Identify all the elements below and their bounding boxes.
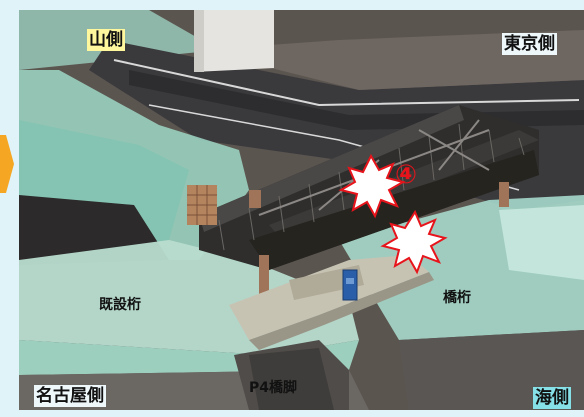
- nagoya-side-label: 名古屋側: [34, 385, 106, 407]
- mountain-side-label: 山側: [87, 29, 125, 51]
- location-marker: ④: [395, 160, 418, 190]
- orange-arrow-tab: [0, 135, 14, 193]
- construction-render: [19, 10, 584, 410]
- damage-marker-lower: [380, 209, 448, 275]
- sea-side-label: 海側: [533, 387, 571, 409]
- existing-girder-label: 既設桁: [99, 297, 141, 313]
- damage-marker-upper: [338, 153, 406, 219]
- bridge-girder-label: 橋桁: [443, 290, 471, 306]
- pier-label: P4橋脚: [249, 380, 298, 396]
- tokyo-side-label: 東京側: [502, 33, 557, 55]
